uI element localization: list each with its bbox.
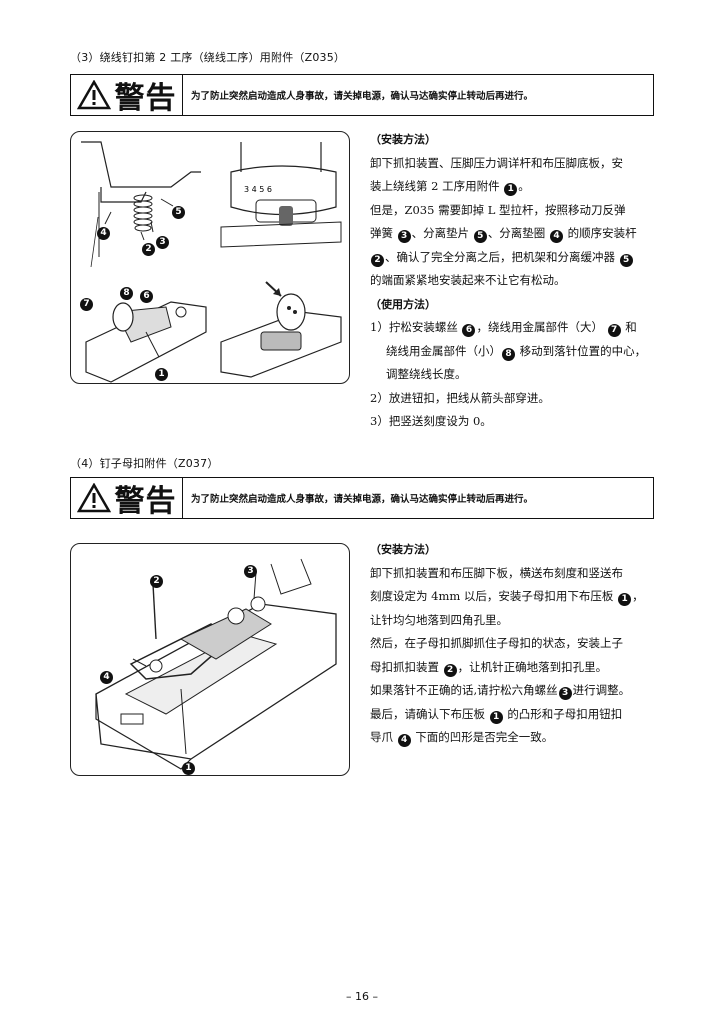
marker-1: 1 (618, 593, 632, 606)
section4-text: （安装方法） 卸下抓扣装置和布压脚下板，横送布刻度和竖送布 刻度设定为 4mm … (370, 538, 660, 750)
install-line: 的凸形和子母扣用钮扣 (507, 706, 623, 721)
install-line: 进行调整。 (572, 683, 631, 697)
marker-5: 5 (473, 230, 487, 243)
marker-5: 5 (619, 253, 633, 267)
marker-4: 4 (397, 734, 411, 747)
install-line: 然后，在子母扣抓脚抓住子母扣的状态，安装上子 (370, 636, 623, 650)
marker-5: 5 (172, 206, 185, 219)
install-line: 下面的凹形是否完全一致。 (415, 730, 554, 744)
marker-8: 8 (120, 287, 133, 300)
install-line: 的端面紧紧地安装起来不让它有松动。 (370, 273, 566, 287)
marker-8: 8 (502, 347, 515, 361)
install-line: 装上绕线第 2 工序用附件 (370, 179, 500, 193)
install-heading-1: （安装方法） (370, 133, 436, 146)
install-line: 的顺序安装杆 (567, 226, 637, 240)
usage-step-1: 移动到落针位置的中心， (519, 343, 647, 358)
marker-7: 7 (607, 324, 621, 337)
feed-dial-illustration: 3 4 5 6 (220, 142, 342, 248)
marker-1: 1 (489, 710, 503, 724)
install-line: 弹簧 (370, 226, 393, 240)
install-line: 、分离垫片 (411, 226, 470, 240)
warning-triangle-icon (76, 80, 111, 110)
figure-z035: 5 3 2 4 3 4 5 6 7 8 6 1 (70, 131, 350, 384)
install-line: ，让机针正确地落到扣孔里。 (457, 659, 608, 674)
marker-1: 1 (182, 762, 195, 775)
install-line: 、分离垫圈 (487, 226, 546, 240)
marker-4: 4 (100, 671, 113, 684)
usage-step-1: 绕线用金属部件（小） (386, 343, 501, 358)
install-line: 卸下抓扣装置和布压脚下板，横送布刻度和竖送布 (370, 565, 623, 580)
snap-button-attachment-illustration (95, 558, 337, 770)
marker-3: 3 (558, 687, 572, 700)
section-title-z035: （3）绕线钉扣第 2 工序（绕线工序）用附件（Z035） (70, 51, 346, 64)
usage-step-1: 和 (625, 320, 637, 334)
usage-step-3: 3）把竖送刻度设为 0。 (370, 414, 492, 428)
thread-winding-illustration (220, 281, 342, 378)
warning-word: 警告 (114, 81, 177, 116)
warning-text: 为了防止突然启动造成人身事故，请关掉电源，确认马达确实停止转动后再进行。 (191, 91, 534, 102)
usage-step-1: ，绕线用金属部件（大） (476, 320, 603, 334)
install-line: 如果落针不正确的话,请拧松六角螺丝 (370, 683, 558, 697)
figure-z037: 2 3 4 1 (70, 543, 350, 776)
marker-2: 2 (150, 575, 163, 588)
marker-7: 7 (80, 298, 93, 311)
section-title-z037: （4）钉子母扣附件（Z037） (70, 457, 219, 470)
install-line: 让针均匀地落到四角孔里。 (370, 612, 508, 627)
marker-1: 1 (504, 183, 518, 196)
marker-3: 3 (397, 230, 411, 243)
marker-4: 4 (549, 230, 563, 243)
marker-3: 3 (244, 565, 257, 578)
marker-6: 6 (140, 290, 153, 303)
warning-box-1: 警告 为了防止突然启动造成人身事故，请关掉电源，确认马达确实停止转动后再进行。 (70, 74, 654, 116)
install-line: 刻度设定为 4mm 以后，安装子母扣用下布压板 (370, 589, 614, 603)
install-line: 母扣抓扣装置 (370, 659, 439, 674)
install-line: 但是，Z035 需要卸掉 L 型拉杆，按照移动刀反弹 (370, 202, 626, 217)
warning-text: 为了防止突然启动造成人身事故，请关掉电源，确认马达确实停止转动后再进行。 (191, 494, 534, 505)
attachment-illustration (85, 301, 207, 383)
spring-assembly-illustration (81, 141, 201, 268)
warning-word: 警告 (114, 484, 177, 519)
dial-scale-label: 3 4 5 6 (244, 185, 272, 194)
install-line: 最后，请确认下布压板 (370, 706, 485, 721)
install-line: 卸下抓扣装置、压脚压力调详杆和布压脚底板，安 (370, 155, 623, 170)
warning-triangle-icon (76, 483, 111, 513)
page-number: – 16 – (346, 990, 378, 1003)
install-line: 、确认了完全分离之后，把机架和分离缓冲器 (385, 249, 615, 264)
warning-box-2: 警告 为了防止突然启动造成人身事故，请关掉电源，确认马达确实停止转动后再进行。 (70, 477, 654, 519)
marker-3: 3 (156, 236, 169, 249)
usage-step-2: 2）放进钮扣，把线从箭头部穿进。 (370, 390, 550, 405)
install-heading-2: （安装方法） (370, 543, 436, 556)
marker-1: 1 (155, 368, 168, 381)
marker-2: 2 (142, 243, 155, 256)
usage-step-1: 调整绕线长度。 (386, 367, 467, 381)
install-line: 导爪 (370, 730, 393, 744)
marker-2: 2 (371, 253, 384, 267)
usage-step-1: 1）拧松安装螺丝 (370, 320, 458, 334)
usage-heading: （使用方法） (370, 297, 436, 311)
marker-4: 4 (97, 227, 110, 240)
section3-text: （安装方法） 卸下抓扣装置、压脚压力调详杆和布压脚底板，安 装上绕线第 2 工序… (370, 128, 660, 434)
marker-6: 6 (462, 324, 476, 337)
marker-2: 2 (443, 663, 457, 677)
